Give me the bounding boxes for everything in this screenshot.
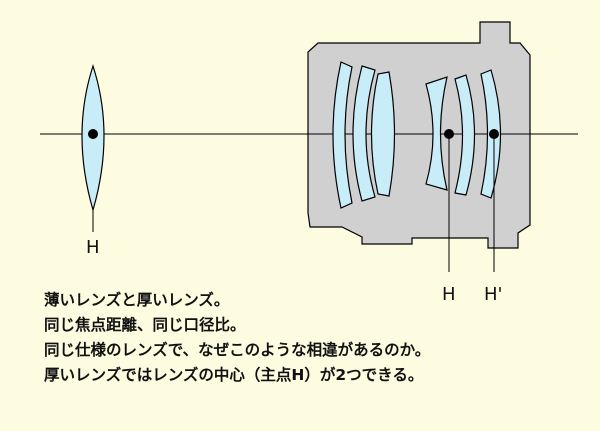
caption-line: 厚いレンズではレンズの中心（主点H）が2つできる。	[44, 366, 424, 384]
thin-lens-principal-point	[88, 129, 98, 139]
caption-line: 同じ仕様のレンズで、なぜこのような相違があるのか。	[44, 341, 431, 359]
lens-element-5	[454, 74, 476, 196]
lens-element-4	[425, 76, 448, 191]
lens-element-3	[370, 71, 396, 197]
caption-line: 同じ焦点距離、同じ口径比。	[44, 316, 246, 334]
caption-line: 薄いレンズと厚いレンズ。	[44, 291, 230, 309]
front-principal-h-label: H	[442, 284, 456, 305]
lens-element-2	[352, 65, 376, 202]
rear-principal-h-label: H'	[484, 284, 503, 305]
front-principal-point	[444, 129, 454, 139]
lens-element-1	[332, 61, 353, 209]
thin-lens-h-label: H	[86, 237, 100, 258]
rear-principal-point	[489, 129, 499, 139]
caption: 薄いレンズと厚いレンズ。 同じ焦点距離、同じ口径比。 同じ仕様のレンズで、なぜこ…	[44, 288, 430, 388]
